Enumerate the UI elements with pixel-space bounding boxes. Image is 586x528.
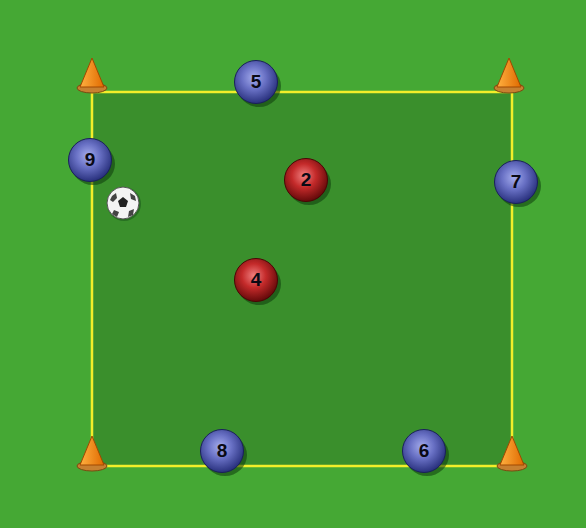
boundary-line bbox=[92, 92, 512, 466]
player-disc-shape bbox=[201, 430, 244, 473]
player-disc-shape bbox=[403, 430, 446, 473]
player-disc-shape bbox=[235, 61, 278, 104]
player-number: 7 bbox=[511, 171, 522, 193]
player-number: 5 bbox=[251, 71, 262, 93]
ball bbox=[107, 187, 141, 221]
drill-area bbox=[92, 92, 512, 466]
player-number: 8 bbox=[217, 440, 228, 462]
player-marker: 8 bbox=[200, 429, 244, 473]
player-marker: 7 bbox=[494, 160, 538, 204]
player-number: 9 bbox=[85, 149, 96, 171]
player-disc-shape bbox=[69, 139, 112, 182]
player-marker: 9 bbox=[68, 138, 112, 182]
cone bbox=[77, 58, 107, 93]
player-disc-shape bbox=[495, 161, 538, 204]
player-number: 4 bbox=[251, 269, 262, 291]
player-marker: 6 bbox=[402, 429, 446, 473]
player-number: 2 bbox=[301, 169, 312, 191]
cone bbox=[497, 436, 527, 471]
player-number: 6 bbox=[419, 440, 430, 462]
player-marker: 4 bbox=[234, 258, 278, 302]
player-marker: 5 bbox=[234, 60, 278, 104]
player-marker: 2 bbox=[284, 158, 328, 202]
cone bbox=[77, 436, 107, 471]
player-disc-shape bbox=[235, 259, 278, 302]
player-disc-shape bbox=[285, 159, 328, 202]
cone bbox=[494, 58, 524, 93]
